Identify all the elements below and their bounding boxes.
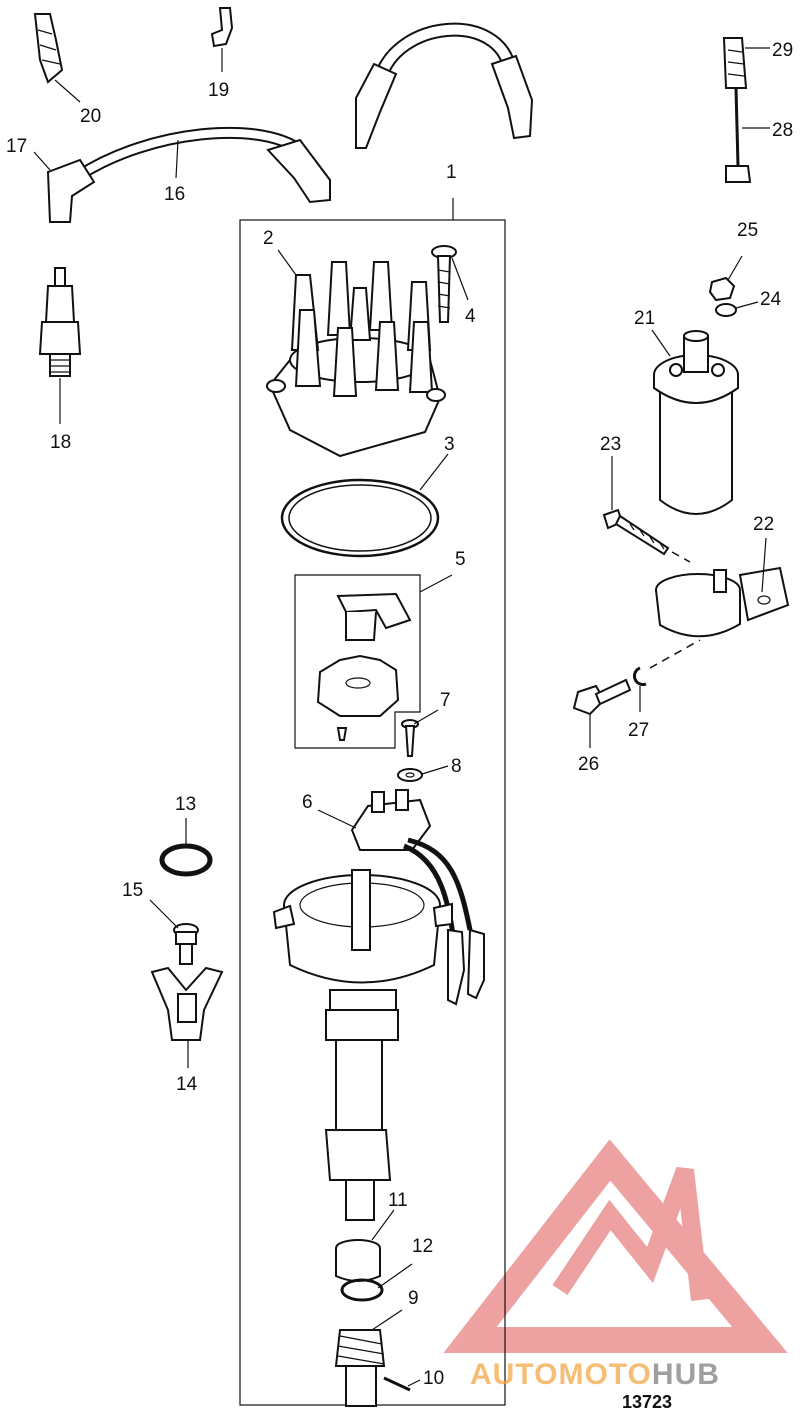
- callout-10: 10: [423, 1368, 444, 1389]
- reluctor-wheel: [316, 654, 400, 717]
- ignition-coil: [653, 330, 739, 515]
- shaft-washer: [340, 1278, 384, 1302]
- distributor-housing: [272, 869, 485, 1221]
- callout-4: 4: [465, 306, 476, 327]
- module-screw: [401, 719, 419, 757]
- hold-down-clamp: [150, 966, 224, 1041]
- watermark-triangle: [443, 1139, 788, 1353]
- watermark-logo: [443, 1139, 788, 1353]
- callout-24: 24: [760, 289, 782, 310]
- reluctor-screw: [336, 727, 348, 741]
- callout-14: 14: [176, 1074, 198, 1095]
- callout-13: 13: [175, 794, 196, 815]
- ground-strap-bracket: [722, 37, 748, 89]
- callout-25: 25: [737, 220, 758, 241]
- callout-5: 5: [455, 549, 466, 570]
- coil-high-tension-wire: [355, 22, 534, 149]
- module-washer: [397, 768, 423, 782]
- callout-9: 9: [408, 1288, 419, 1309]
- callout-6: 6: [302, 792, 313, 813]
- gear-roll-pin: [383, 1376, 411, 1392]
- watermark-suffix: HUB: [652, 1358, 720, 1391]
- coil-mounting-bracket: [655, 566, 790, 638]
- callout-17: 17: [6, 136, 27, 157]
- callout-2: 2: [263, 228, 274, 249]
- callout-23: 23: [600, 434, 621, 455]
- callout-27: 27: [628, 720, 649, 741]
- callout-3: 3: [444, 434, 455, 455]
- callout-16: 16: [164, 184, 185, 205]
- drawing-number: 13723: [622, 1392, 672, 1412]
- coil-bracket-screw: [602, 508, 670, 556]
- lock-washer: [632, 666, 647, 687]
- ignition-module: [350, 789, 473, 961]
- hold-down-bolt: [173, 923, 199, 965]
- spark-plug: [38, 267, 82, 377]
- watermark-prefix: AUTOMOTO: [470, 1358, 652, 1391]
- callout-21: 21: [634, 308, 655, 329]
- coil-bracket-bolt: [572, 678, 632, 716]
- callout-20: 20: [80, 106, 101, 127]
- callout-8: 8: [451, 756, 462, 777]
- shaft-bushing: [335, 1239, 381, 1282]
- distributor-seal: [159, 843, 213, 877]
- callout-18: 18: [50, 432, 71, 453]
- callout-22: 22: [753, 514, 774, 535]
- cap-gasket: [280, 478, 440, 558]
- callout-7: 7: [440, 690, 451, 711]
- callout-11: 11: [388, 1190, 408, 1211]
- callout-1: 1: [446, 162, 457, 183]
- ground-strap-stud: [725, 87, 752, 183]
- callout-12: 12: [412, 1236, 433, 1257]
- callout-26: 26: [578, 754, 599, 775]
- callout-15: 15: [122, 880, 143, 901]
- distributor-cap: [266, 261, 446, 458]
- rotor: [336, 592, 412, 641]
- wire-retainer-clip: [210, 7, 234, 48]
- watermark-m-mark: [552, 1166, 709, 1302]
- callout-28: 28: [772, 120, 793, 141]
- cap-hold-down-screw: [431, 245, 457, 323]
- callout-labels: 1 2 3 4 5 6 7 8 9 10 11 12 13 14 15 16 1…: [6, 40, 793, 1389]
- callout-19: 19: [208, 80, 229, 101]
- callout-29: 29: [772, 40, 793, 61]
- wire-loom-clip: [33, 13, 64, 84]
- spark-plug-wire: [46, 126, 331, 223]
- watermark-text: AUTOMOTOHUB: [470, 1358, 720, 1391]
- drive-gear: [334, 1329, 386, 1407]
- coil-terminal-nut: [708, 276, 736, 302]
- rotor-kit-box: [294, 574, 421, 749]
- coil-terminal-washer: [715, 303, 737, 317]
